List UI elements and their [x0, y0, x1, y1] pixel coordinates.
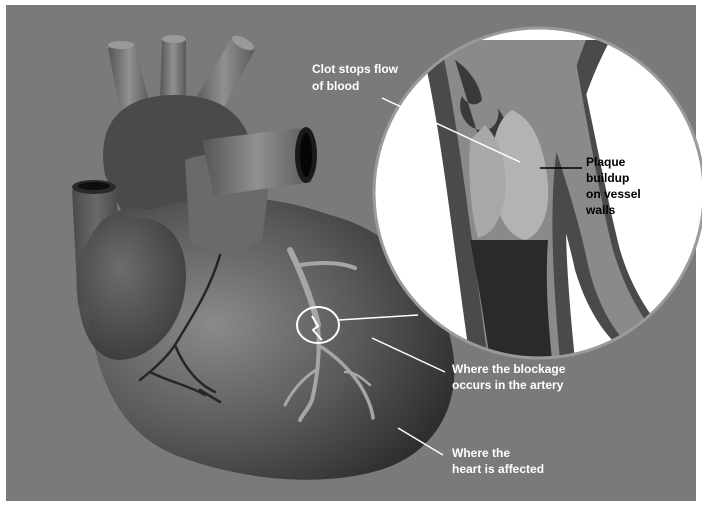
artery-inset: [374, 28, 702, 360]
